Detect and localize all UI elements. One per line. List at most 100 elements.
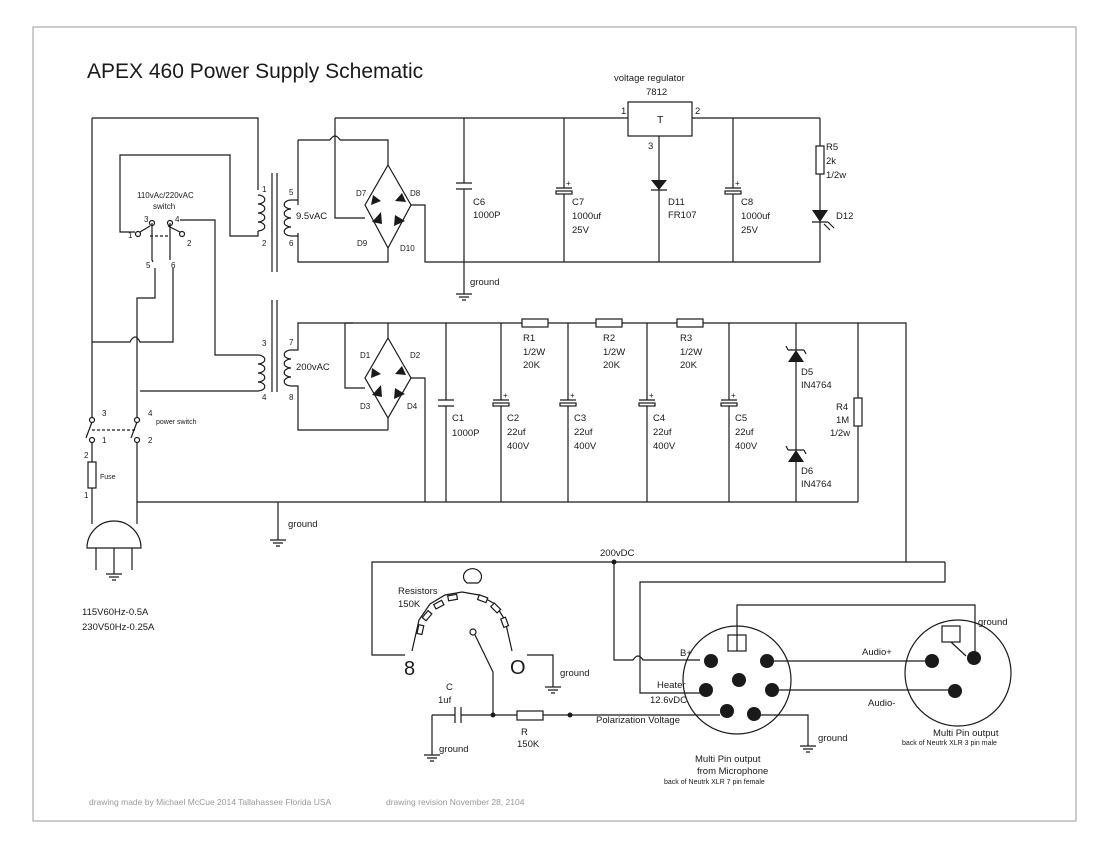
trans-pin6: 6 — [289, 239, 294, 248]
value-c4: 22uf — [653, 427, 672, 438]
trans-pin5: 5 — [289, 188, 294, 197]
label-r4: R4 — [836, 402, 848, 413]
diode-d9-icon — [372, 212, 382, 224]
plus-c4: + — [649, 391, 654, 400]
secondary-coil-high — [283, 349, 292, 387]
trans-pin8: 8 — [289, 393, 294, 402]
audio-plus-label: Audio+ — [862, 647, 892, 658]
xlr7-pin4: 4 — [751, 710, 757, 721]
regulator-pin1: 1 — [621, 106, 626, 117]
diode-d8-icon — [395, 193, 406, 202]
part-d6: IN4764 — [801, 479, 832, 490]
label-r5: R5 — [826, 142, 838, 153]
value-c1: 1000P — [452, 428, 479, 439]
part-d5: IN4764 — [801, 380, 832, 391]
mains-plug-icon — [86, 520, 142, 549]
resistor-r3 — [676, 318, 704, 328]
label-d10: D10 — [400, 244, 415, 253]
power-r3: 1/2W — [680, 347, 702, 358]
power-r2: 1/2W — [603, 347, 625, 358]
pswitch-pin4: 4 — [148, 409, 153, 418]
resistor-r2 — [595, 318, 623, 328]
diode-d11-icon — [651, 180, 667, 190]
audio-minus-label: Audio- — [868, 698, 895, 709]
schematic-title: APEX 460 Power Supply Schematic — [87, 60, 423, 83]
diode-d4-icon — [394, 388, 405, 399]
mains-input: 3 4 1 2 power switch 2 1 Fuse 115V60Hz-0… — [82, 118, 197, 633]
xlr3-title: Multi Pin output — [933, 728, 999, 739]
resistor-r1 — [521, 318, 549, 328]
regulator-7812 — [627, 101, 693, 137]
diode-d1-icon — [371, 368, 381, 378]
trans-pin3: 3 — [262, 339, 267, 348]
label-d1: D1 — [360, 351, 371, 360]
label-c8: C8 — [741, 197, 753, 208]
diode-d2-icon — [395, 366, 406, 375]
polarization-label: Polarization Voltage — [596, 715, 680, 726]
xlr7-pin5: 5 — [769, 686, 775, 697]
label-r1: R1 — [523, 333, 535, 344]
label-d8: D8 — [410, 189, 421, 198]
sheet-border — [32, 26, 1077, 822]
diode-d3-icon — [372, 385, 382, 397]
value-c2: 22uf — [507, 427, 526, 438]
pswitch-pin2: 2 — [148, 436, 153, 445]
label-r3: R3 — [680, 333, 692, 344]
label-c6: C6 — [473, 197, 485, 208]
xlr7-pin2: 2 — [703, 686, 709, 697]
pswitch-pin1: 1 — [102, 436, 107, 445]
regulator-symbol: T — [657, 114, 664, 126]
secondary-coil-low — [283, 199, 292, 237]
low-voltage-section: D7 D8 D9 D10 C6 1000P + C7 1000uf 25V T … — [297, 73, 853, 301]
label-c5: C5 — [735, 413, 747, 424]
fuse-pin2: 2 — [84, 451, 89, 460]
value-c6: 1000P — [473, 210, 500, 221]
value-r1: 20K — [523, 360, 541, 371]
volt-c3: 400V — [574, 441, 597, 452]
vswitch-label2: switch — [153, 202, 175, 211]
fuse-label: Fuse — [100, 474, 116, 481]
xlr3-pin2: 2 — [929, 657, 935, 668]
b-plus-label: B+ — [680, 648, 692, 659]
ground-label-xlr7: ground — [818, 733, 848, 744]
xlr3-subtitle: back of Neutrk XLR 3 pin male — [902, 740, 997, 747]
regulator-title: voltage regulator — [614, 73, 685, 84]
pattern-cardioid-icon — [462, 568, 483, 584]
label-c4: C4 — [653, 413, 665, 424]
primary-coil-lower — [257, 354, 266, 392]
vswitch-label1: 110vAc/220vAC — [137, 191, 194, 200]
pswitch-label: power switch — [156, 419, 197, 426]
plus-c2: + — [503, 391, 508, 400]
vswitch-pin2: 2 — [187, 239, 192, 248]
diode-d10-icon — [394, 215, 405, 226]
ground-label-pattern: ground — [560, 668, 590, 679]
value-c3: 22uf — [574, 427, 593, 438]
trans-pin2: 2 — [262, 239, 267, 248]
high-voltage-section: D1 D2 D3 D4 ground C1 1000P R1 1/2W 20K … — [137, 318, 907, 565]
heater-voltage: 12.6vDC — [650, 695, 687, 706]
transformer: 9.5vAC 200vAC 1 2 3 4 5 6 7 8 — [92, 117, 388, 431]
regulator-pin3: 3 — [648, 141, 653, 152]
ground-label-c: ground — [439, 744, 469, 755]
value-r4: 1M — [836, 415, 849, 426]
volt-c4: 400V — [653, 441, 676, 452]
label-c1: C1 — [452, 413, 464, 424]
label-c7: C7 — [572, 197, 584, 208]
label-d5: D5 — [801, 367, 813, 378]
fuse-pin1: 1 — [84, 491, 89, 500]
power-r5: 1/2w — [826, 170, 846, 181]
label-d6: D6 — [801, 466, 813, 477]
volt-c8: 25V — [741, 225, 759, 236]
xlr-7pin-connector: B+ Heater 12.6vDC ground Audio+ Audio- 1… — [613, 561, 976, 786]
volt-c2: 400V — [507, 441, 530, 452]
mains-rating-2: 230V50Hz-0.25A — [82, 622, 155, 633]
resistor-r4 — [853, 397, 863, 427]
regulator-part: 7812 — [646, 87, 667, 98]
label-d11: D11 — [668, 197, 685, 208]
zener-d5-icon — [788, 350, 804, 362]
label-d12: D12 — [836, 211, 853, 222]
trans-pin1: 1 — [262, 185, 267, 194]
xlr7-title2: from Microphone — [697, 766, 768, 777]
